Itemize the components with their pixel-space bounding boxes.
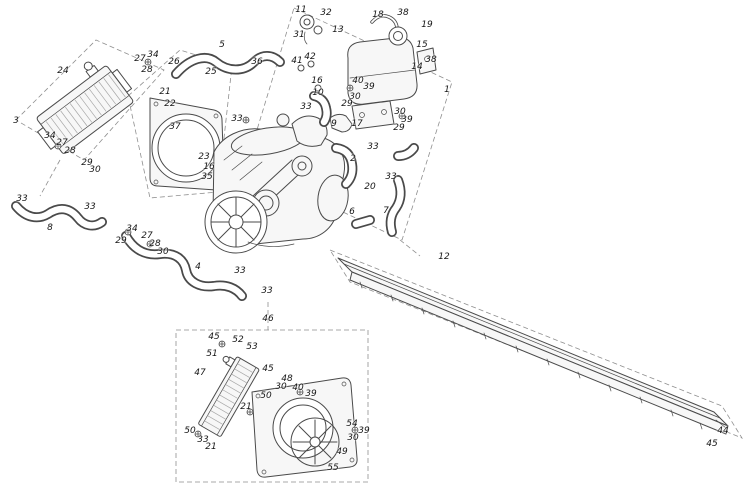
expansion-tank-group [297, 14, 437, 130]
aux-fan-shroud [251, 377, 358, 478]
water-pump [329, 113, 353, 133]
radiator-group-box [15, 39, 165, 161]
tank-bracket [416, 47, 437, 75]
shroud-group-box [127, 49, 233, 199]
tank-lower-bracket [351, 100, 395, 130]
bell-housing [317, 174, 349, 222]
panel-group-box [329, 249, 743, 439]
connector-lines [39, 159, 421, 330]
alternator [291, 155, 313, 177]
tank-filler-cap [388, 26, 408, 46]
engine-assembly [204, 113, 353, 254]
aux-fan [290, 417, 340, 467]
tank-cap-assembly [299, 14, 323, 45]
expansion-tank [347, 37, 418, 105]
fan-shroud [149, 97, 225, 191]
small-fittings [297, 60, 322, 92]
aux-radiator [198, 355, 260, 437]
auxiliary-cooling-detail [198, 355, 358, 478]
hoses [11, 51, 419, 301]
radiator-cap-icon [83, 61, 93, 71]
cooler-panel [337, 257, 729, 435]
detail-group-box [175, 329, 369, 483]
intake [291, 115, 328, 147]
radiator [36, 61, 134, 155]
